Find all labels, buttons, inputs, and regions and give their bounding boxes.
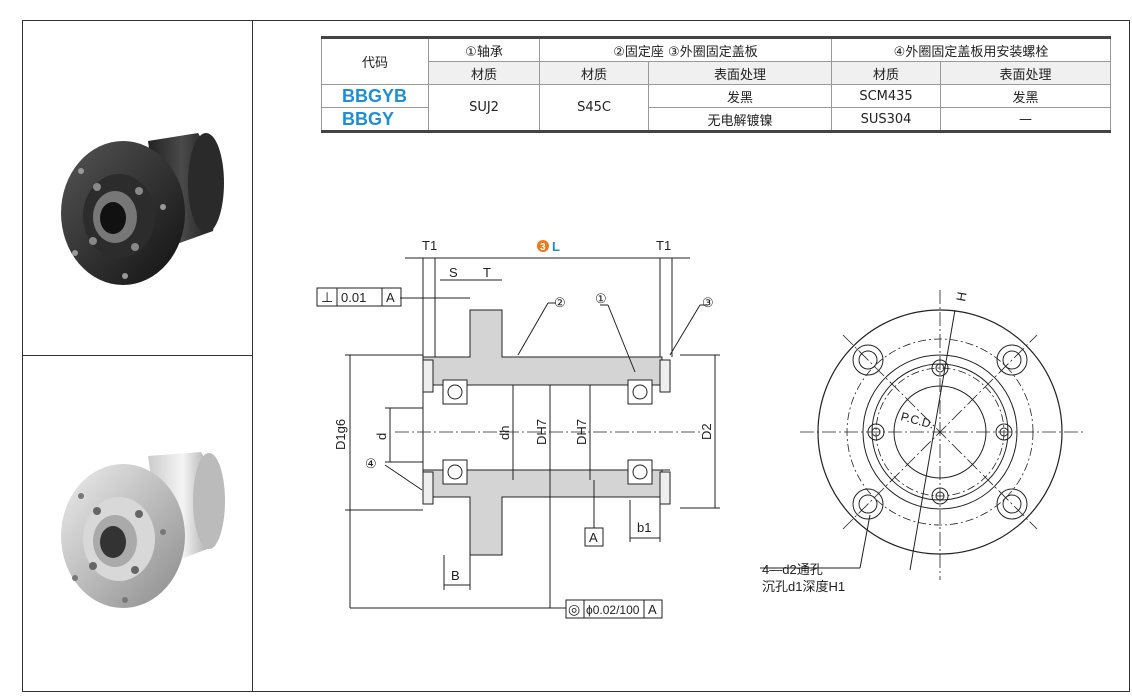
image-column — [23, 21, 253, 691]
callout-1: ① — [595, 291, 607, 306]
bolt-material-2: SUS304 — [831, 107, 941, 132]
dim-l: L — [552, 239, 560, 254]
black-product-cell — [23, 21, 253, 356]
silver-bearing-image — [61, 452, 225, 608]
black-bearing-image — [61, 133, 224, 285]
datum-a-2: A — [589, 530, 598, 545]
spec-table: 代码 ①轴承 ②固定座 ③外圈固定盖板 ④外圈固定盖板用安装螺栓 材质 材质 表… — [321, 36, 1111, 133]
concentricity-value: ϕ0.02/100 — [586, 603, 640, 617]
dim-d1: D1g6 — [333, 419, 348, 450]
concentric-icon: ◎ — [568, 601, 580, 617]
datum-a-3: A — [648, 602, 657, 617]
housing-surface-1: 发黑 — [648, 84, 832, 108]
housing-material: S45C — [539, 84, 649, 132]
flatness-value: 0.01 — [341, 290, 366, 305]
dim-t1-right: T1 — [656, 238, 671, 253]
dim-t1-left: T1 — [422, 238, 437, 253]
dim-b: B — [451, 568, 460, 583]
dim-s: S — [449, 265, 458, 280]
silver-product-cell — [23, 356, 253, 691]
hole-note-1: 4—d2通孔 — [762, 562, 823, 577]
datum-a-1: A — [386, 290, 395, 305]
dim-dh: dh — [497, 426, 512, 440]
dim-d: d — [374, 433, 389, 440]
bolt-material-1: SCM435 — [831, 84, 941, 108]
sub-surface-3: 表面处理 — [940, 61, 1111, 85]
header-housing: ②固定座 ③外圈固定盖板 — [539, 37, 832, 62]
l-marker-icon — [537, 240, 549, 252]
product-frame: 代码 ①轴承 ②固定座 ③外圈固定盖板 ④外圈固定盖板用安装螺栓 材质 材质 表… — [22, 20, 1130, 692]
dim-b1: b1 — [637, 520, 651, 535]
header-code: 代码 — [321, 37, 429, 85]
dim-t: T — [483, 265, 491, 280]
bolt-surface-2: — — [940, 107, 1111, 132]
perp-icon: ⊥ — [321, 289, 333, 305]
bearing-material: SUJ2 — [428, 84, 540, 132]
callout-3: ③ — [702, 295, 714, 310]
sub-surface-2: 表面处理 — [648, 61, 832, 85]
l-marker-num: 3 — [540, 242, 546, 253]
dim-h: H — [953, 291, 969, 303]
callout-4: ④ — [365, 456, 377, 471]
housing-surface-2: 无电解镀镍 — [648, 107, 832, 132]
dim-dh7-1: DH7 — [534, 419, 549, 445]
pcd-label: P.C.D. — [899, 409, 935, 431]
dim-d2: D2 — [699, 423, 714, 440]
dim-dh7-2: DH7 — [574, 419, 589, 445]
sub-material-1: 材质 — [428, 61, 540, 85]
code-bbgy: BBGY — [321, 107, 429, 132]
hole-note-2: 沉孔d1深度H1 — [762, 579, 845, 594]
sub-material-3: 材质 — [831, 61, 941, 85]
callout-2: ② — [554, 295, 566, 310]
